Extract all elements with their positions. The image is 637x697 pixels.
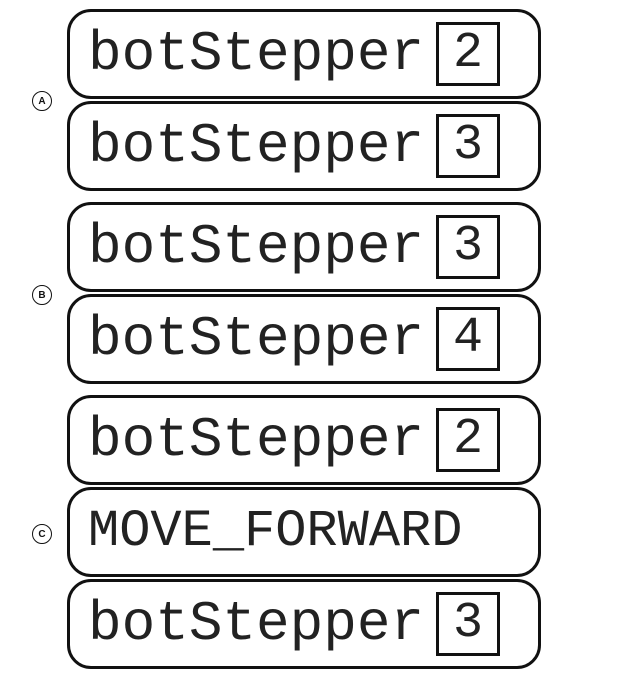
move-forward-block[interactable]: MOVE_FORWARD [67,487,541,577]
block-label: MOVE_FORWARD [88,502,463,561]
group-c-marker: C [32,524,52,544]
block-value-input[interactable]: 3 [436,215,501,279]
block-label: botStepper [88,215,425,279]
group-b-marker: B [32,285,52,305]
block-label: botStepper [88,22,425,86]
bot-stepper-block[interactable]: botStepper 3 [67,579,541,669]
bot-stepper-block[interactable]: botStepper 2 [67,9,541,99]
block-value-input[interactable]: 2 [436,408,501,472]
group-a-marker: A [32,91,52,111]
block-label: botStepper [88,114,425,178]
block-value-input[interactable]: 4 [436,307,501,371]
block-value-input[interactable]: 2 [436,22,501,86]
block-value-input[interactable]: 3 [436,592,501,656]
block-label: botStepper [88,307,425,371]
bot-stepper-block[interactable]: botStepper 3 [67,202,541,292]
bot-stepper-block[interactable]: botStepper 2 [67,395,541,485]
block-value-input[interactable]: 3 [436,114,501,178]
bot-stepper-block[interactable]: botStepper 3 [67,101,541,191]
block-label: botStepper [88,592,425,656]
block-label: botStepper [88,408,425,472]
bot-stepper-block[interactable]: botStepper 4 [67,294,541,384]
